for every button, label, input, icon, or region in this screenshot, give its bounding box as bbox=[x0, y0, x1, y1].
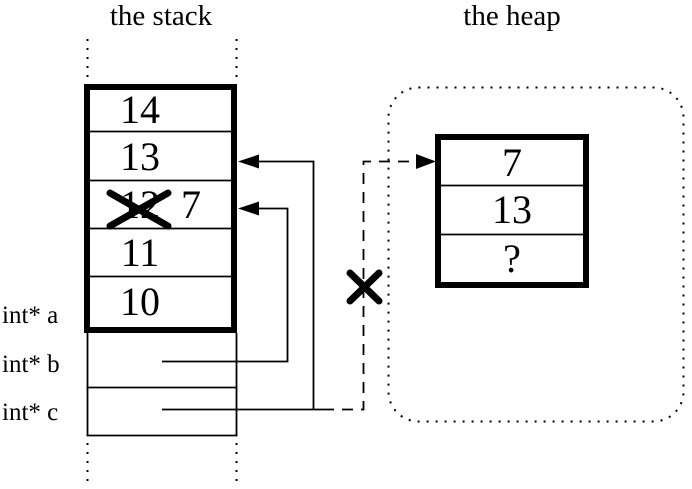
arrowhead-b bbox=[238, 201, 259, 216]
stack-cell-value: 13 bbox=[120, 133, 160, 179]
stack-cell-overwritten-value: 12 bbox=[120, 182, 160, 227]
heap-title: the heap bbox=[463, 0, 561, 32]
stack-var-slots bbox=[86, 333, 238, 437]
x-mark-broken-pointer bbox=[346, 269, 383, 305]
var-label-b: int* b bbox=[2, 351, 60, 378]
arrowhead-c bbox=[238, 154, 259, 169]
heap-cell-value: ? bbox=[503, 235, 521, 281]
x-mark-overwritten-value bbox=[106, 189, 172, 230]
var-label-a: int* a bbox=[2, 302, 59, 329]
stack-box bbox=[84, 84, 237, 333]
dangling-heap-pointer-dashed bbox=[323, 154, 436, 411]
stack-cell-replacement-value: 7 bbox=[181, 182, 201, 227]
stack-cell-value: 10 bbox=[120, 279, 160, 324]
arrowhead-heap bbox=[416, 154, 436, 169]
pointer-c-arrow bbox=[162, 154, 323, 411]
stack-extent-dotted-lines bbox=[86, 39, 238, 488]
stack-cell-value: 14 bbox=[120, 86, 160, 132]
var-label-c: int* c bbox=[2, 399, 59, 426]
stack-cell-dividers bbox=[90, 130, 231, 278]
heap-box bbox=[435, 134, 589, 288]
stack-cell-value: 11 bbox=[120, 230, 160, 275]
stack-title: the stack bbox=[109, 0, 213, 32]
heap-cell-value: 13 bbox=[492, 187, 532, 232]
pointer-b-arrow bbox=[162, 201, 289, 363]
heap-region-dotted-border bbox=[387, 86, 685, 423]
heap-cell-value: 7 bbox=[502, 140, 522, 185]
